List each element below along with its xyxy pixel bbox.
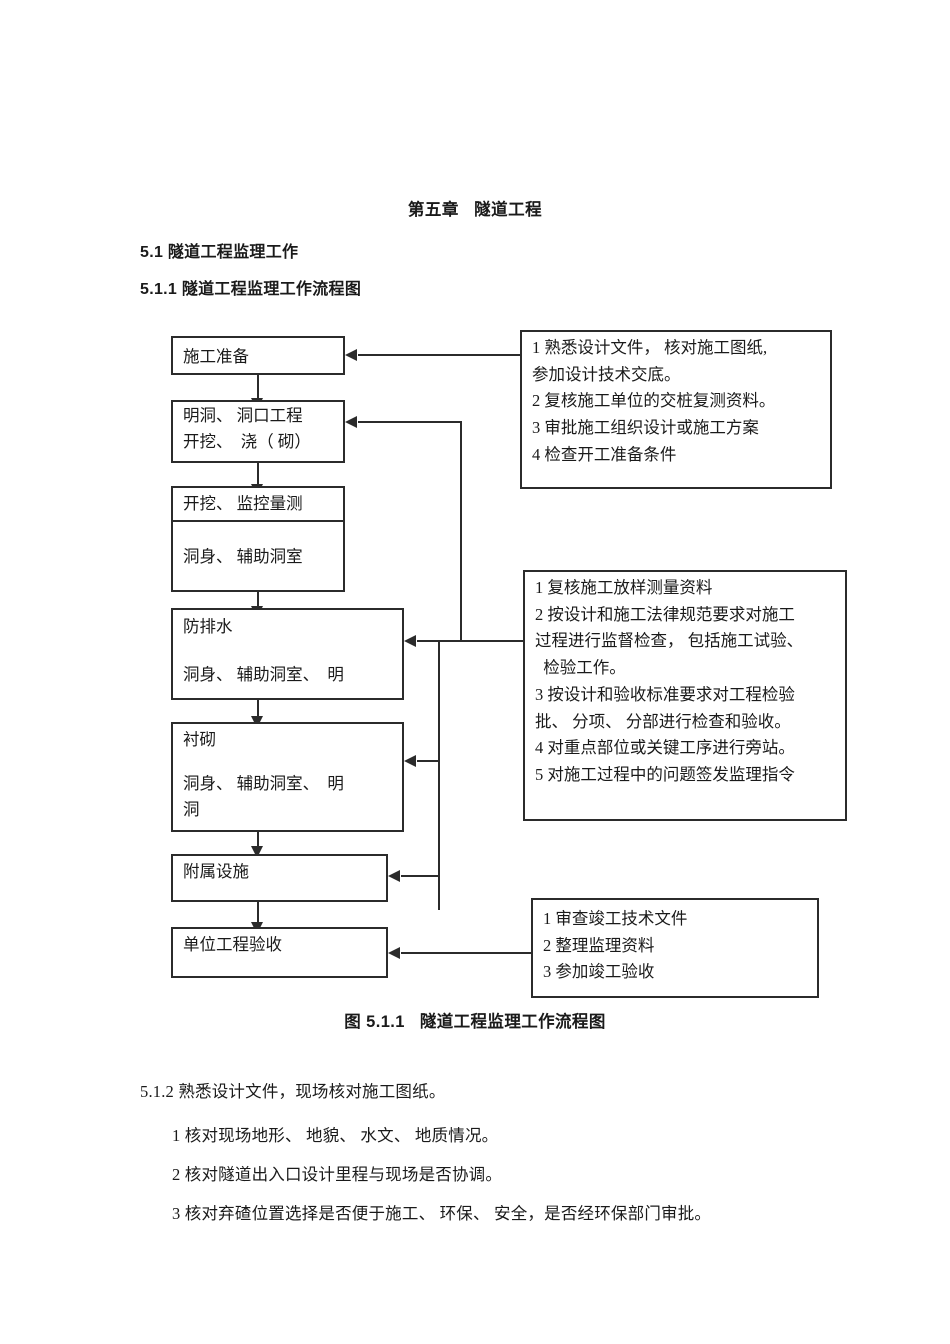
infobox-completion-duties[interactable]: 1 审查竣工技术文件 2 整理监理资料 3 参加竣工验收 [531, 898, 819, 998]
flow-node-label-line1: 防排水 [183, 617, 233, 636]
infobox-line-clipped: 4 检查开工准备条件 [532, 444, 677, 464]
connector-info2-trunk [438, 640, 440, 910]
connector-lining-to-ancillary [257, 832, 259, 854]
connector-info1-to-portal-horizontal [358, 421, 462, 423]
infobox-line: 3 参加竣工验收 [543, 962, 655, 982]
arrowhead-trunk-to-lining [404, 755, 416, 767]
section-heading-5-1: 5.1 隧道工程监理工作 [140, 244, 299, 261]
flow-node-label-line2: 洞身、 辅助洞室、 明 [183, 773, 344, 793]
section-heading-5-1-1: 5.1.1 隧道工程监理工作流程图 [140, 281, 362, 298]
flow-node-label-line2: 洞身、 辅助洞室、 明 [183, 664, 344, 684]
connector-excavation-to-drainage [257, 592, 259, 612]
infobox-line: 1 熟悉设计文件， 核对施工图纸, [532, 338, 768, 357]
body-item-3: 3 核对弃碴位置选择是否便于施工、 环保、 安全，是否经环保部门审批。 [172, 1204, 712, 1223]
arrowhead-info3-to-acceptance [388, 947, 400, 959]
connector-prep-to-portal [257, 375, 259, 400]
connector-drainage-to-lining [257, 700, 259, 722]
flow-node-label-line3: 洞 [183, 799, 200, 819]
infobox-line: 2 整理监理资料 [543, 935, 655, 955]
flow-node-label-line1: 开挖、 监控量测 [173, 488, 343, 522]
flow-node-label-line2: 洞身、 辅助洞室 [183, 547, 303, 567]
flow-node-label: 施工准备 [183, 346, 249, 366]
flow-node-label: 附属设施 [183, 862, 249, 881]
flow-node-label-line2: 开挖、 浇（ 砌） [183, 431, 311, 451]
infobox-line-clipped: 5 对施工过程中的问题签发监理指令 [535, 765, 795, 785]
flow-node-label-line1: 衬砌 [183, 730, 216, 749]
infobox-line: 批、 分项、 分部进行检查和验收。 [535, 711, 791, 731]
connector-info1-to-portal-vertical [460, 421, 462, 640]
connector-info3-to-acceptance [401, 952, 531, 954]
flow-node-waterproof-drainage[interactable]: 防排水 洞身、 辅助洞室、 明 [171, 608, 404, 700]
flow-node-excavation-monitoring[interactable]: 开挖、 监控量测 洞身、 辅助洞室 [171, 486, 345, 592]
arrowhead-info1-to-prep [345, 349, 357, 361]
connector-ancillary-to-acceptance [257, 902, 259, 927]
section-heading-5-1-2: 5.1.2 熟悉设计文件，现场核对施工图纸。 [140, 1082, 446, 1101]
flow-node-lining[interactable]: 衬砌 洞身、 辅助洞室、 明 洞 [171, 722, 404, 832]
connector-info1-to-prep [358, 354, 520, 356]
infobox-line: 2 按设计和施工法律规范要求对施工 [535, 604, 795, 624]
infobox-construction-supervision-duties[interactable]: 1 复核施工放样测量资料 2 按设计和施工法律规范要求对施工 过程进行监督检查，… [523, 570, 847, 821]
flow-node-ancillary-facilities[interactable]: 附属设施 [171, 854, 388, 902]
infobox-line: 3 审批施工组织设计或施工方案 [532, 418, 759, 438]
flow-node-label: 单位工程验收 [183, 935, 282, 954]
infobox-line: 1 审查竣工技术文件 [543, 909, 688, 928]
infobox-preparation-duties[interactable]: 1 熟悉设计文件， 核对施工图纸, 参加设计技术交底。 2 复核施工单位的交桩复… [520, 330, 832, 489]
connector-info2-to-drainage [417, 640, 523, 642]
flow-node-construction-preparation[interactable]: 施工准备 [171, 336, 345, 375]
arrowhead-info1-to-portal [345, 416, 357, 428]
body-item-1: 1 核对现场地形、 地貌、 水文、 地质情况。 [172, 1126, 499, 1145]
connector-trunk-to-ancillary [401, 875, 440, 877]
infobox-line: 参加设计技术交底。 [532, 364, 681, 384]
arrowhead-info2-to-drainage [404, 635, 416, 647]
body-item-2: 2 核对隧道出入口设计里程与现场是否协调。 [172, 1165, 503, 1184]
flow-node-label-line1: 明洞、 洞口工程 [183, 406, 303, 425]
infobox-line: 2 复核施工单位的交桩复测资料。 [532, 391, 776, 411]
figure-caption: 图 5.1.1 隧道工程监理工作流程图 [344, 1013, 606, 1031]
connector-trunk-to-lining [417, 760, 440, 762]
infobox-line: 1 复核施工放样测量资料 [535, 578, 713, 597]
connector-portal-to-excavation [257, 463, 259, 486]
arrowhead-trunk-to-ancillary [388, 870, 400, 882]
flow-node-portal-works[interactable]: 明洞、 洞口工程 开挖、 浇（ 砌） [171, 400, 345, 463]
infobox-line: 3 按设计和验收标准要求对工程检验 [535, 684, 795, 704]
infobox-line: 检验工作。 [535, 658, 626, 678]
infobox-line: 4 对重点部位或关键工序进行旁站。 [535, 738, 795, 758]
chapter-title: 第五章 隧道工程 [407, 201, 543, 219]
flow-node-unit-project-acceptance[interactable]: 单位工程验收 [171, 927, 388, 978]
infobox-line: 过程进行监督检查， 包括施工试验、 [535, 631, 804, 651]
